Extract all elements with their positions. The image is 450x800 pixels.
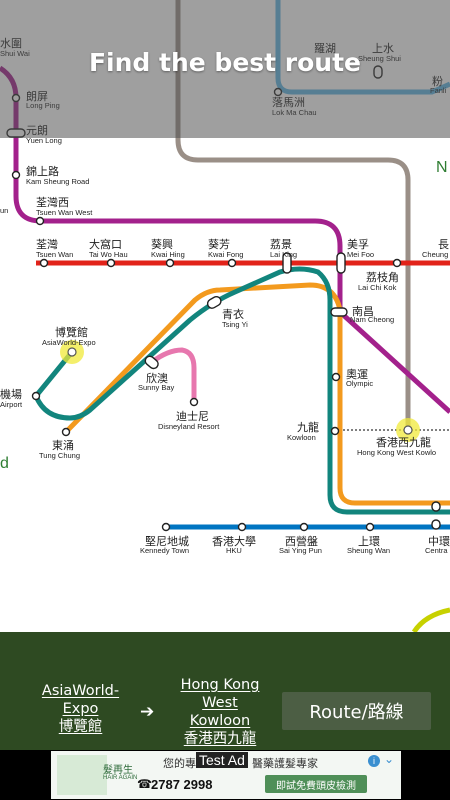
station-label-mei-foo-zh[interactable]: 美孚 (347, 238, 369, 251)
to-station[interactable]: Hong Kong West Kowloon 香港西九龍 (170, 676, 270, 748)
station-label-tai-wo-hau-zh[interactable]: 大窩口 (89, 237, 122, 251)
ad-banner[interactable]: 髮再生 HAIR AGAIN 您的專 醫藥護髮專家 Test Ad ☎ 2787 … (51, 751, 401, 799)
station-label-olympic-en[interactable]: Olympic (346, 379, 373, 388)
region-letter-n: N (436, 159, 448, 176)
phone-icon: ☎ (137, 777, 152, 791)
from-station-en[interactable]: AsiaWorld-Expo (41, 683, 120, 717)
station-label-tsuen-wan-west-zh[interactable]: 荃灣西 (36, 195, 69, 209)
station-label-sai-ying-pun-zh[interactable]: 西營盤 (285, 535, 318, 548)
station-label-hku-en[interactable]: HKU (226, 546, 242, 555)
ad-chevron-icon[interactable]: ⌄ (384, 752, 395, 766)
station-label-airport-zh[interactable]: 機場 (0, 387, 22, 401)
station-label-hk-west-kowloon-zh[interactable]: 香港西九龍 (376, 435, 431, 449)
station-label-disneyland-zh[interactable]: 迪士尼 (176, 410, 209, 423)
station-label-cheung-zh[interactable]: 長 (438, 238, 449, 251)
ad-info-icon[interactable]: i (368, 755, 380, 767)
station-label-sunny-bay-zh[interactable]: 欣澳 (146, 371, 168, 385)
ad-headline: 您的專 醫藥護髮專家 (163, 755, 318, 771)
ad-headline-start: 您的專 (163, 757, 196, 770)
station-label-tsuen-wan-zh[interactable]: 荃灣 (36, 237, 58, 251)
ad-brand: 髮再生 (103, 765, 133, 776)
station-label-central-en[interactable]: Centra (425, 546, 448, 555)
region-letter-d: d (0, 455, 9, 472)
route-button[interactable]: Route/路線 (282, 692, 431, 730)
station-label-sai-ying-pun-en[interactable]: Sai Ying Pun (279, 546, 322, 555)
to-station-zh[interactable]: 香港西九龍 (183, 731, 257, 747)
station-label-tung-chung-zh[interactable]: 東涌 (52, 439, 74, 452)
station-label-tsuen-wan-en[interactable]: Tsuen Wan (36, 250, 73, 259)
station-label-lai-chi-kok-zh[interactable]: 荔枝角 (366, 270, 399, 284)
to-station-en[interactable]: Hong Kong West Kowloon (180, 677, 260, 729)
station-label-airport-en[interactable]: Airport (0, 400, 23, 409)
header-bar: Find the best route (0, 0, 450, 138)
page-title: Find the best route (88, 48, 362, 77)
station-label-kam-sheung-road-zh[interactable]: 錦上路 (26, 164, 59, 178)
station-label-kennedy-town-en[interactable]: Kennedy Town (140, 546, 189, 555)
route-panel: AsiaWorld-Expo 博覽館 ➔ Hong Kong West Kowl… (0, 632, 450, 750)
station-label-un-en[interactable]: un (0, 206, 8, 215)
station-label-tsing-yi-zh[interactable]: 青衣 (222, 307, 244, 321)
ad-phone[interactable]: 2787 2998 (151, 777, 213, 792)
station-label-asiaworld-expo-en[interactable]: AsiaWorld-Expo (42, 338, 96, 347)
from-station[interactable]: AsiaWorld-Expo 博覽館 (28, 682, 133, 736)
express-rail-line (175, 0, 411, 430)
from-station-zh[interactable]: 博覽館 (58, 719, 103, 735)
station-label-kwai-fong-en[interactable]: Kwai Fong (208, 250, 243, 259)
station-label-tsing-yi-en[interactable]: Tsing Yi (222, 320, 248, 329)
station-label-lai-king-en[interactable]: Lai King (270, 250, 297, 259)
station-label-sheung-wan-zh[interactable]: 上環 (358, 535, 380, 548)
ad-logo-image (57, 755, 107, 795)
station-label-tai-wo-hau-en[interactable]: Tai Wo Hau (89, 250, 128, 259)
ad-cta-button[interactable]: 即試免費頭皮檢測 (265, 775, 367, 793)
station-label-tung-chung-en[interactable]: Tung Chung (39, 451, 80, 460)
station-label-olympic-zh[interactable]: 奧運 (346, 368, 368, 381)
station-label-hku-zh[interactable]: 香港大學 (212, 534, 256, 548)
station-label-kowloon-en[interactable]: Kowloon (287, 433, 316, 442)
station-label-tsuen-wan-west-en[interactable]: Tsuen Wan West (36, 208, 93, 217)
station-label-asiaworld-expo-zh[interactable]: 博覽館 (55, 325, 88, 339)
station-label-yuen-long-en[interactable]: Yuen Long (26, 136, 62, 145)
station-label-mei-foo-en[interactable]: Mei Foo (347, 250, 374, 259)
disneyland-line (150, 347, 197, 402)
station-label-hk-west-kowloon-en[interactable]: Hong Kong West Kowlo (357, 448, 436, 457)
station-label-kennedy-town-zh[interactable]: 堅尼地城 (145, 535, 189, 548)
station-label-lai-chi-kok-en[interactable]: Lai Chi Kok (358, 283, 397, 292)
station-label-central-zh[interactable]: 中環 (428, 535, 450, 548)
arrow-icon: ➔ (140, 702, 155, 722)
station-label-cheung-en[interactable]: Cheung (422, 250, 448, 259)
ad-label: Test Ad (196, 752, 248, 768)
station-label-lai-king-zh[interactable]: 荔景 (270, 238, 292, 251)
ad-headline-end: 醫藥護髮專家 (252, 757, 318, 770)
tseung-kwan-o-line (411, 607, 450, 632)
airport-express-line (33, 266, 450, 515)
station-label-sunny-bay-en[interactable]: Sunny Bay (138, 383, 175, 392)
station-label-nam-cheong-en[interactable]: Nam Cheong (350, 315, 394, 324)
station-label-kowloon-zh[interactable]: 九龍 (297, 420, 319, 434)
station-label-kwai-hing-en[interactable]: Kwai Hing (151, 250, 185, 259)
station-label-kwai-fong-zh[interactable]: 葵芳 (208, 237, 230, 251)
station-label-kam-sheung-road-en[interactable]: Kam Sheung Road (26, 177, 89, 186)
station-label-kwai-hing-zh[interactable]: 葵興 (151, 238, 173, 251)
station-label-nam-cheong-zh[interactable]: 南昌 (352, 305, 374, 318)
station-label-sheung-wan-en[interactable]: Sheung Wan (347, 546, 390, 555)
ad-brand-en: HAIR AGAIN (103, 775, 138, 781)
station-label-disneyland-en[interactable]: Disneyland Resort (158, 422, 220, 431)
